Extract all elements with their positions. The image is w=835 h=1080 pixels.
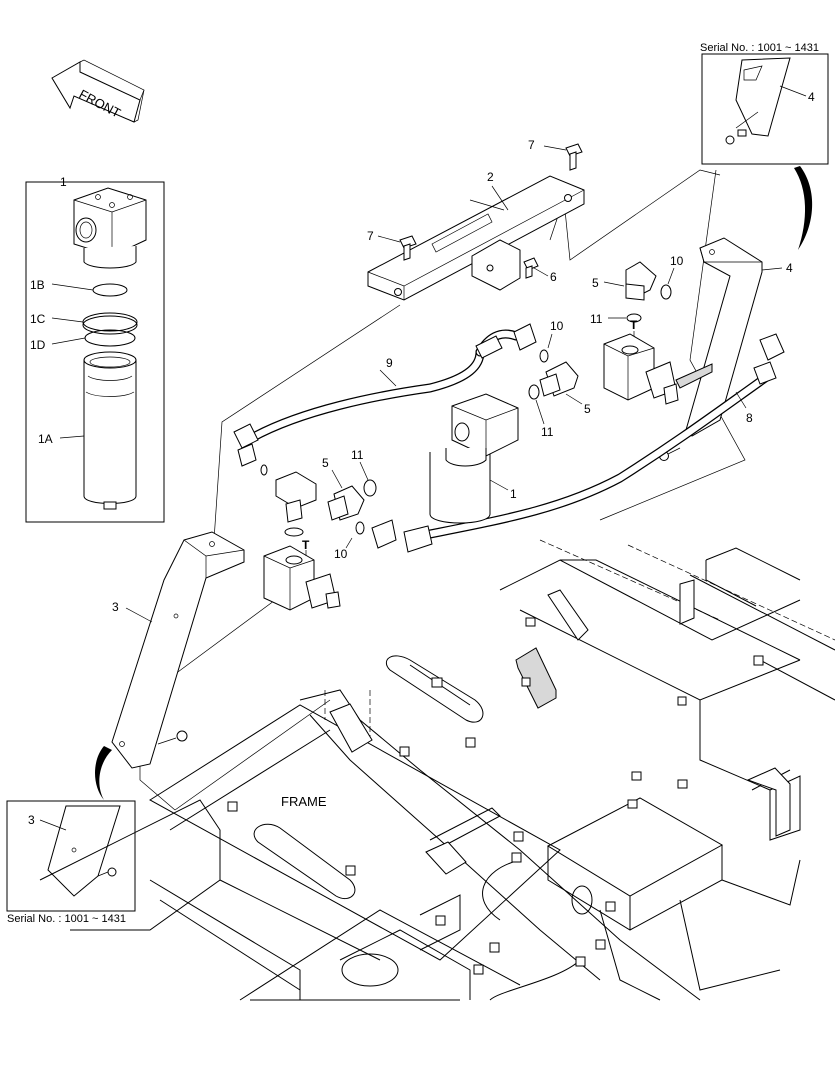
callout-1c: 1C — [30, 312, 46, 326]
callout-11-left: 11 — [351, 448, 364, 462]
frame-bolts — [227, 617, 764, 975]
frame-label: FRAME — [281, 794, 327, 809]
valve-left: T — [263, 538, 341, 611]
serial-number-bottom: Serial No. : 1001 ~ 1431 — [7, 913, 126, 925]
callout-6: 6 — [550, 270, 557, 284]
hose-8: 8 — [415, 371, 773, 541]
callout-5-right: 5 — [592, 276, 599, 290]
front-arrow: FRONT — [51, 59, 145, 123]
inset-bracket-4: Serial No. : 1001 ~ 1431 4 — [700, 42, 829, 165]
elbow-5-right: 5 10 11 — [590, 254, 684, 326]
callout-1d: 1D — [30, 338, 46, 352]
callout-5-mid: 5 — [584, 402, 591, 416]
callout-8: 8 — [746, 411, 753, 425]
callout-1b: 1B — [30, 278, 45, 292]
frame-chassis: FRAME — [39, 539, 835, 1001]
inset-pointer-bottom — [95, 746, 112, 800]
elbow-5-left: 5 11 10 — [322, 448, 377, 561]
t-port-right: T — [630, 318, 638, 332]
inset-filter-exploded: 1 1B 1C 1D 1A — [25, 175, 165, 523]
bolt-7-mid: 7 — [367, 229, 417, 261]
callout-9: 9 — [386, 356, 393, 370]
bolt-6: 6 — [523, 257, 557, 284]
inset-box-top — [701, 53, 829, 165]
callout-10-right: 10 — [670, 254, 684, 268]
fittings-middle: 10 5 11 — [528, 319, 591, 439]
serial-number-top: Serial No. : 1001 ~ 1431 — [700, 42, 819, 54]
callout-2: 2 — [487, 170, 494, 184]
tee-fitting-left — [260, 464, 317, 537]
callout-7-mid: 7 — [367, 229, 374, 243]
inset-box-bottom — [6, 800, 136, 912]
callout-11-mid: 11 — [541, 425, 554, 439]
hose-fittings — [233, 323, 785, 553]
callout-3-main: 3 — [112, 600, 119, 614]
callout-10-mid: 10 — [550, 319, 564, 333]
valve-right: T — [603, 318, 679, 405]
callout-10-left: 10 — [334, 547, 348, 561]
bolt-7-top: 7 — [528, 138, 583, 171]
callout-4-inset: 4 — [808, 90, 815, 104]
callout-11-right: 11 — [590, 312, 603, 326]
filter-1: 1 — [429, 393, 519, 524]
callout-1-box: 1 — [60, 175, 67, 189]
bracket-4: 4 — [659, 237, 793, 461]
callout-1-filter: 1 — [510, 487, 517, 501]
callout-4-main: 4 — [786, 261, 793, 275]
t-port-left: T — [302, 538, 310, 552]
bracket-2: 2 — [367, 170, 585, 301]
callout-5-left: 5 — [322, 456, 329, 470]
callout-1a: 1A — [38, 432, 53, 446]
callout-3-inset: 3 — [28, 813, 35, 827]
assembly-outline — [213, 304, 401, 541]
callout-7-top: 7 — [528, 138, 535, 152]
inset-pointer-top — [794, 166, 813, 250]
inset-bracket-3: 3 Serial No. : 1001 ~ 1431 — [6, 800, 136, 925]
bracket-3: 3 — [111, 531, 245, 769]
